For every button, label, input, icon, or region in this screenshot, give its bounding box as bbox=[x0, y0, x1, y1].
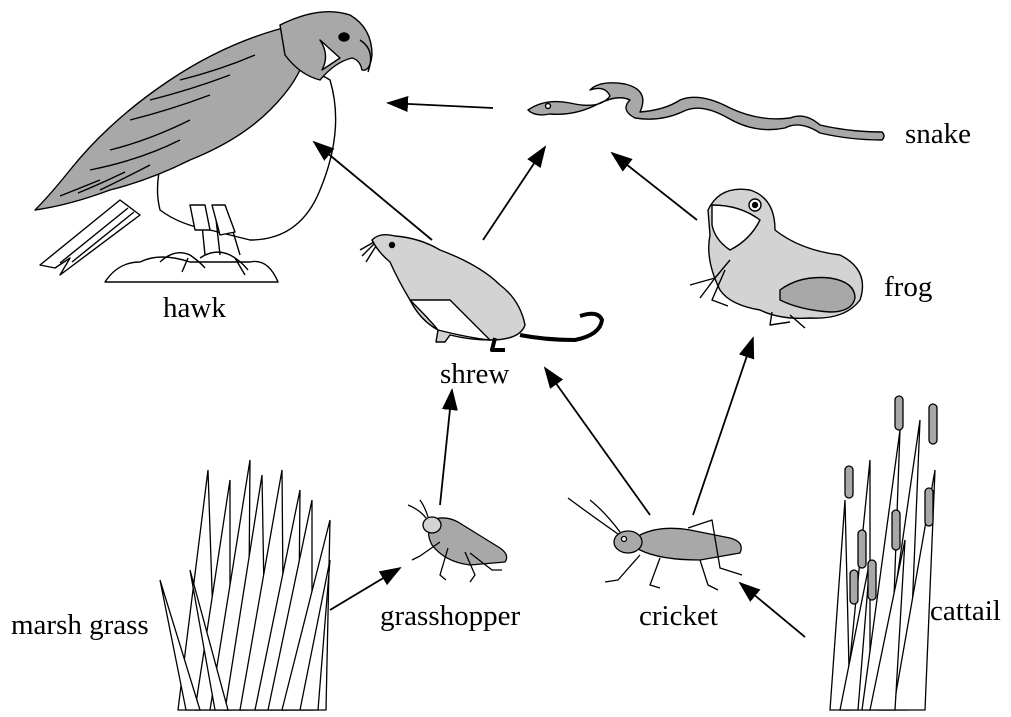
label-cattail: cattail bbox=[930, 597, 1001, 626]
grasshopper-illustration bbox=[408, 500, 507, 582]
label-hawk: hawk bbox=[163, 294, 226, 323]
label-cricket: cricket bbox=[639, 602, 718, 631]
arrow-shrew-to-hawk bbox=[314, 142, 432, 240]
arrow-grasshopper-to-shrew bbox=[440, 390, 452, 505]
label-frog: frog bbox=[884, 273, 932, 302]
arrow-snake-to-hawk bbox=[388, 103, 493, 108]
label-shrew: shrew bbox=[440, 360, 509, 389]
marsh-grass-illustration bbox=[160, 460, 330, 710]
label-snake: snake bbox=[905, 120, 971, 149]
label-grasshopper: grasshopper bbox=[380, 602, 520, 631]
arrows bbox=[314, 103, 805, 637]
arrow-cattail-to-cricket bbox=[740, 583, 805, 637]
shrew-illustration bbox=[360, 235, 602, 350]
label-marsh-grass: marsh grass bbox=[11, 611, 149, 640]
cricket-illustration bbox=[568, 498, 742, 590]
arrow-frog-to-snake bbox=[612, 153, 697, 220]
arrow-cricket-to-frog bbox=[693, 338, 753, 515]
cattail-illustration bbox=[830, 396, 937, 710]
frog-illustration bbox=[690, 189, 863, 328]
snake-illustration bbox=[528, 83, 884, 140]
hawk-illustration bbox=[35, 12, 372, 282]
arrow-shrew-to-snake bbox=[483, 147, 545, 240]
arrow-cricket-to-shrew bbox=[545, 368, 650, 515]
